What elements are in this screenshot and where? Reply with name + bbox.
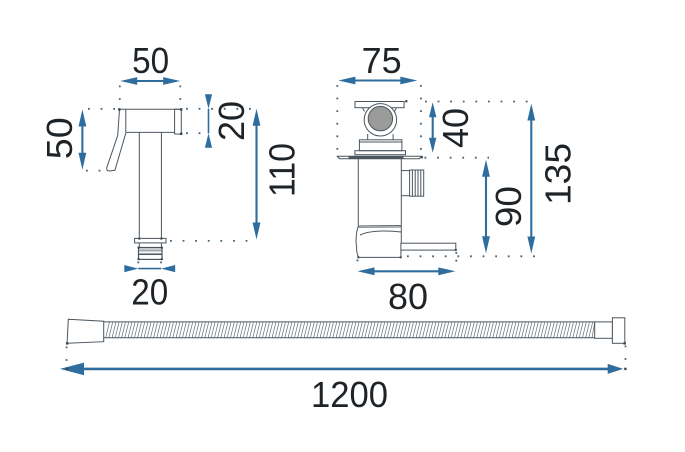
svg-text:135: 135: [538, 143, 579, 205]
svg-text:110: 110: [262, 143, 303, 197]
svg-text:20: 20: [131, 272, 168, 313]
svg-text:90: 90: [488, 186, 529, 227]
svg-text:50: 50: [132, 40, 169, 81]
svg-text:40: 40: [435, 108, 476, 148]
svg-text:75: 75: [362, 40, 402, 81]
svg-text:20: 20: [211, 101, 252, 141]
svg-text:1200: 1200: [311, 374, 388, 415]
svg-text:80: 80: [388, 276, 428, 317]
svg-text:50: 50: [39, 117, 80, 159]
